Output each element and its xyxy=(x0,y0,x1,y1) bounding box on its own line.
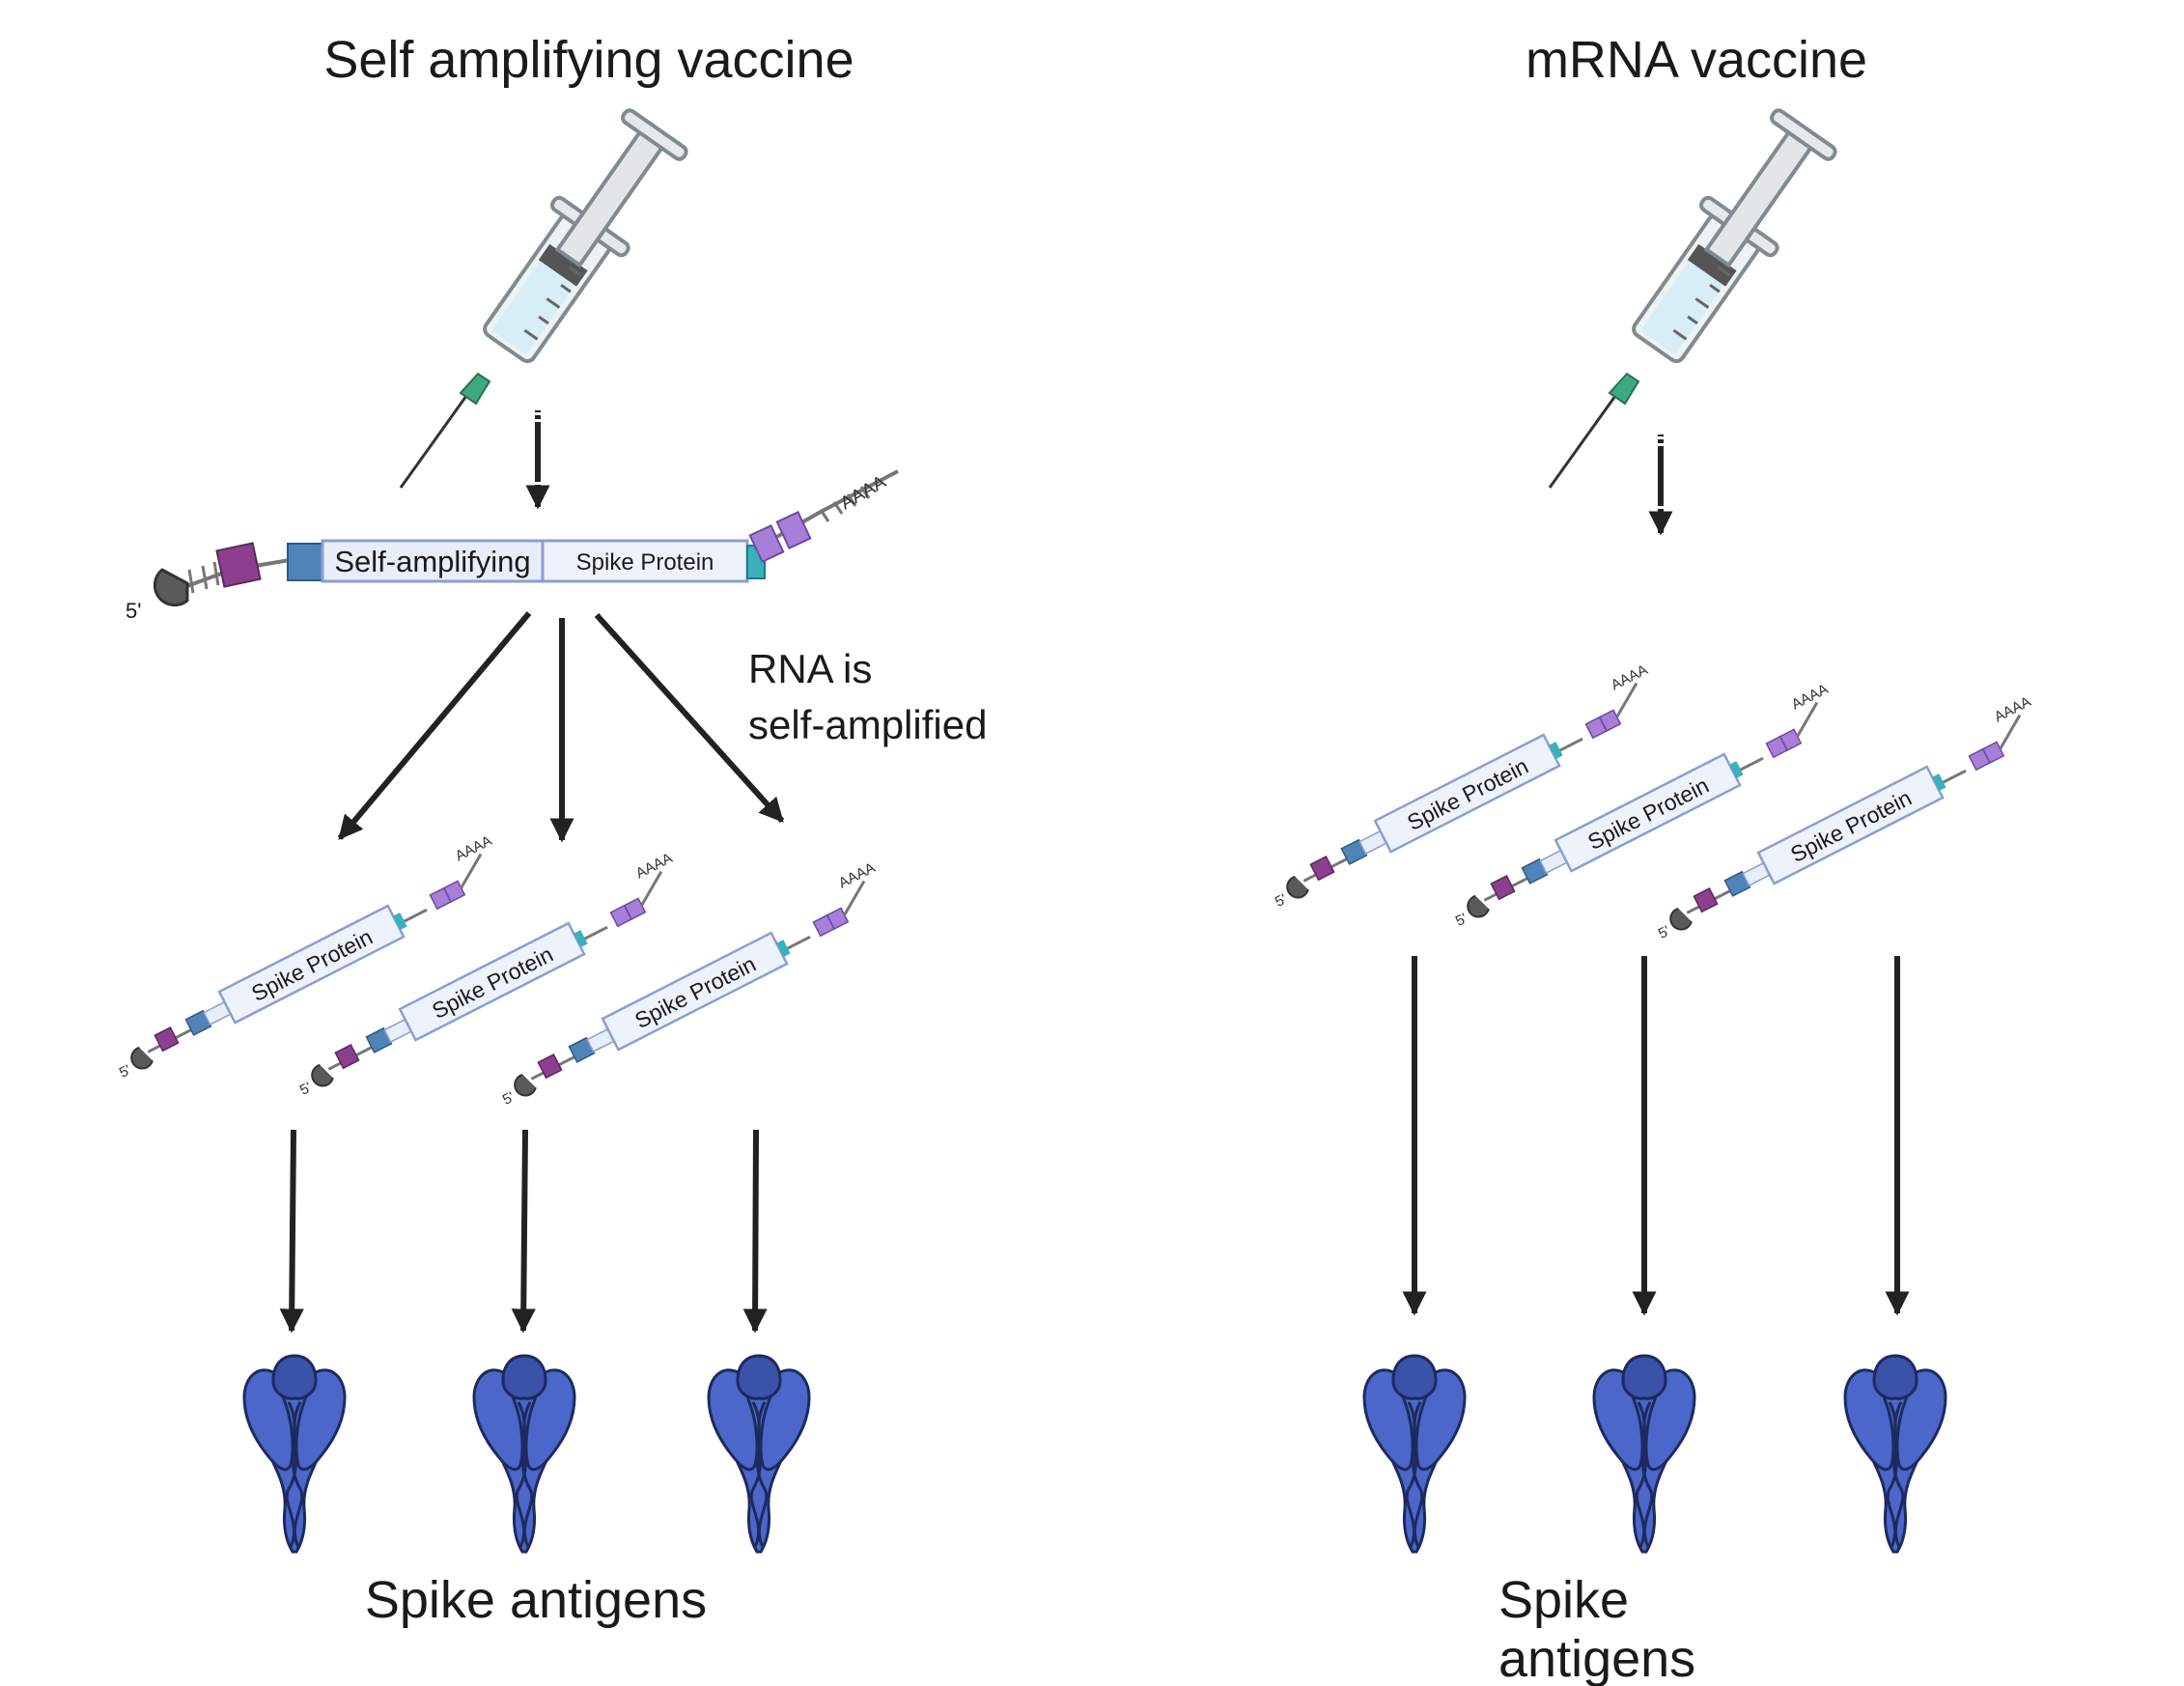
left-mrna-2-cap-label: 5' xyxy=(297,1080,315,1099)
spike-antigen-icon-left-2 xyxy=(472,1354,576,1554)
caption-left: Spike antigens xyxy=(365,1571,707,1629)
arrow-branch-right xyxy=(594,612,785,824)
right-mrna-copy-1: Spike Protein 5' AAAA xyxy=(1273,661,1656,911)
left-mrna-copy-2: Spike Protein 5' AAAA xyxy=(297,850,681,1099)
arrow-to-antigen-left-2 xyxy=(511,1129,536,1334)
left-mrna-1-label: Spike Protein xyxy=(247,924,377,1006)
syringe-icon-right xyxy=(1548,101,1846,490)
left-title: Self amplifying vaccine xyxy=(323,31,854,89)
right-mrna-1-polya: AAAA xyxy=(1609,661,1650,693)
annotation-line-1: RNA is xyxy=(748,646,872,691)
left-mrna-3-label: Spike Protein xyxy=(630,951,760,1033)
syringe-icon-left xyxy=(399,101,697,490)
spike-antigen-icon-right-1 xyxy=(1362,1354,1467,1554)
left-mrna-copy-1: Spike Protein 5' AAAA xyxy=(117,832,500,1082)
utr-box-right-2 xyxy=(775,511,812,549)
left-mrna-1-cap-label: 5' xyxy=(117,1062,134,1082)
right-mrna-3-label: Spike Protein xyxy=(1786,785,1916,867)
utr-box-right-1 xyxy=(748,524,785,563)
right-mrna-1-cap-label: 5' xyxy=(1273,891,1290,911)
right-mrna-copy-2: Spike Protein 5' AAAA xyxy=(1453,681,1836,930)
arrow-to-antigen-left-1 xyxy=(279,1129,304,1334)
caption-right-line-1: Spike xyxy=(1498,1571,1629,1629)
segment-blue xyxy=(287,543,323,581)
spike-antigen-icon-right-2 xyxy=(1592,1354,1696,1554)
arrow-to-antigen-left-3 xyxy=(742,1129,768,1334)
five-prime-cap-icon xyxy=(153,568,189,607)
caption-right-line-2: antigens xyxy=(1498,1630,1695,1686)
spike-antigen-icon-right-3 xyxy=(1843,1354,1947,1554)
right-title: mRNA vaccine xyxy=(1526,31,1867,89)
right-mrna-2-cap-label: 5' xyxy=(1453,911,1470,930)
segment-spike-label: Spike Protein xyxy=(576,549,714,576)
left-mrna-1-polya: AAAA xyxy=(453,832,494,864)
right-mrna-2-label: Spike Protein xyxy=(1583,773,1713,855)
poly-a-label: AAAA xyxy=(837,472,890,515)
spike-antigen-icon-left-3 xyxy=(707,1354,811,1554)
spike-antigen-icon-left-1 xyxy=(242,1354,347,1554)
right-mrna-2-polya: AAAA xyxy=(1789,681,1831,713)
arrow-branch-left xyxy=(337,611,532,840)
right-mrna-3-cap-label: 5' xyxy=(1656,923,1673,942)
utr-box-left xyxy=(215,542,262,588)
left-mrna-3-polya: AAAA xyxy=(836,859,878,891)
left-mrna-2-label: Spike Protein xyxy=(428,941,557,1024)
self-amplifying-rna: 5' Self-amplifying Spike Protein AAAA xyxy=(126,469,899,623)
right-mrna-copy-3: Spike Protein 5' AAAA xyxy=(1656,693,2039,942)
right-mrna-3-polya: AAAA xyxy=(1992,693,2033,725)
left-mrna-2-polya: AAAA xyxy=(633,850,675,882)
right-mrna-1-label: Spike Protein xyxy=(1403,753,1532,835)
segment-self-amplifying-label: Self-amplifying xyxy=(334,545,530,578)
left-mrna-copy-3: Spike Protein 5' AAAA xyxy=(500,859,883,1109)
five-prime-label: 5' xyxy=(126,599,141,623)
segment-spike xyxy=(541,539,749,583)
annotation-line-2: self-amplified xyxy=(748,702,987,747)
left-mrna-3-cap-label: 5' xyxy=(500,1089,518,1109)
